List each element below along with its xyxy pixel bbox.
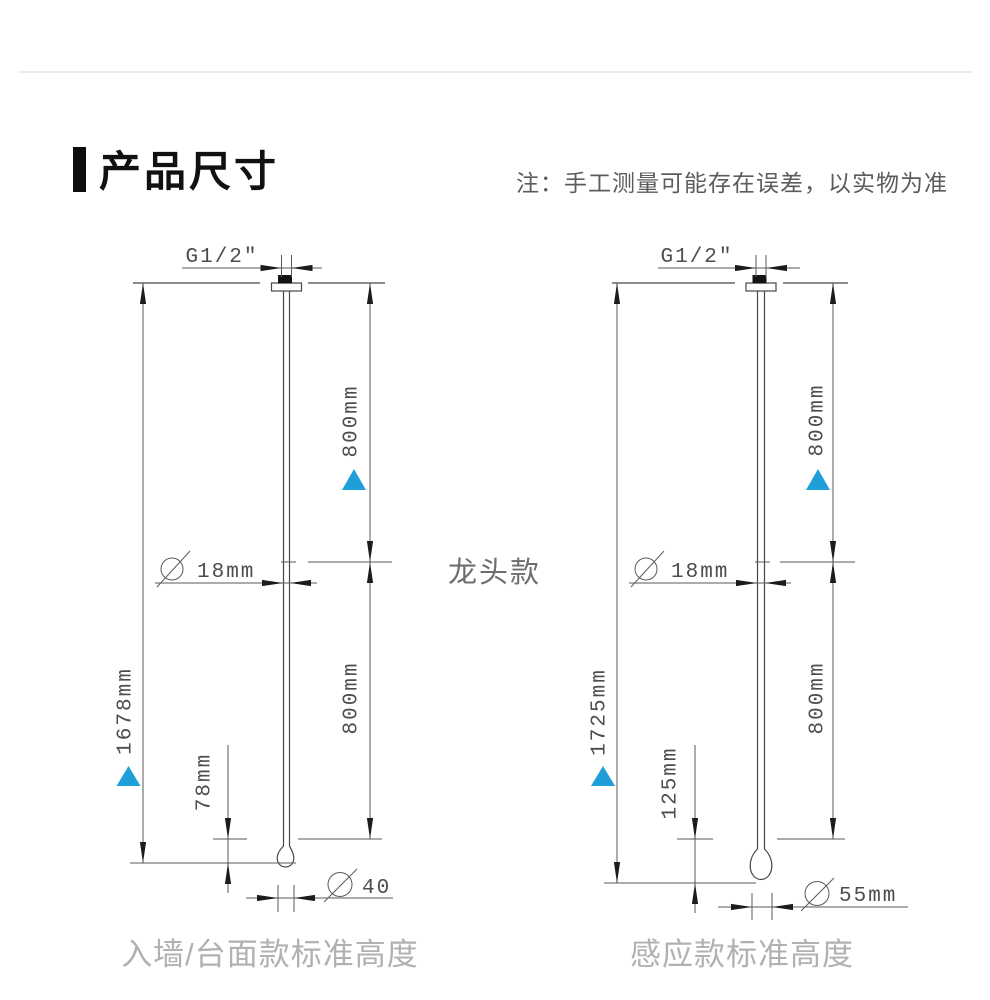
dimension-arrows — [613, 264, 837, 911]
arrow-right — [731, 903, 752, 911]
spout-section-label: 125mm — [660, 746, 683, 819]
spout-bulb — [276, 839, 295, 868]
flange — [745, 282, 777, 292]
arrow-up — [613, 283, 621, 304]
height-markers — [591, 469, 830, 786]
tip-dia-circle — [327, 872, 353, 897]
thread-label: G1/2" — [660, 246, 733, 269]
pipe-dia-circle — [634, 557, 658, 581]
arrow-up — [829, 283, 837, 304]
pipe-dia-slash — [156, 550, 191, 588]
top-divider — [18, 71, 972, 73]
blue-triangle-marker — [591, 766, 615, 786]
tip-dia-circle — [804, 881, 830, 906]
pipe — [756, 291, 766, 839]
pipe-dia-circle — [160, 557, 184, 581]
wall-mount-caption: 入墙/台面款标准高度 — [121, 937, 419, 972]
pipe-diameter-label: 18mm — [671, 561, 729, 584]
arrow-down — [829, 541, 837, 562]
arrow-right — [257, 894, 278, 902]
upper-segment-label: 800mm — [807, 383, 830, 456]
spout-bulb — [749, 839, 773, 881]
lower-segment-label: 800mm — [341, 661, 364, 734]
arrow-up — [366, 283, 374, 304]
arrow-up — [829, 562, 837, 583]
arrow-left — [290, 579, 311, 587]
arrow-right — [260, 264, 282, 272]
pipe-dia-slash — [630, 550, 665, 588]
tip-diameter-label: 40 — [362, 877, 391, 900]
arrow-up — [139, 283, 147, 304]
thread-dim-ticks — [281, 255, 292, 277]
arrow-down — [829, 818, 837, 839]
blue-triangle-marker — [806, 469, 830, 490]
flange — [270, 282, 303, 292]
title-accent-bar — [73, 147, 86, 192]
arrow-up — [224, 863, 232, 884]
sensor-caption: 感应款标准高度 — [630, 937, 854, 972]
tip-dia-slash — [323, 868, 358, 903]
wall-mount-drawing: G1/2" 1678mm 800mm 800mm 78mm 18mm 40 — [115, 246, 393, 912]
thread-label: G1/2" — [185, 246, 258, 269]
tip-diameter-label: 55mm — [839, 885, 897, 908]
sensor-drawing: G1/2" 1725mm 800mm 800mm 125mm 18mm 55mm — [589, 246, 908, 920]
faucet-body — [133, 275, 385, 868]
total-height-label: 1678mm — [115, 667, 138, 755]
page-title: 产品尺寸 — [99, 148, 280, 195]
arrow-up — [691, 883, 699, 904]
arrow-right — [736, 579, 757, 587]
arrow-left — [294, 894, 315, 902]
total-height-label: 1725mm — [589, 668, 612, 756]
thread-dim-ticks — [755, 255, 767, 277]
dimension-arrows — [139, 264, 374, 902]
spout-section-label: 78mm — [194, 753, 217, 811]
blue-triangle-marker — [342, 469, 366, 490]
arrow-down — [224, 818, 232, 839]
upper-segment-label: 800mm — [341, 384, 364, 457]
blue-triangle-marker — [116, 766, 141, 786]
dimension-lines — [604, 255, 908, 920]
arrow-left — [765, 579, 786, 587]
dimension-lines — [130, 255, 393, 912]
measurement-note: 注：手工测量可能存在误差，以实物为准 — [516, 170, 948, 196]
faucet-style-label: 龙头款 — [448, 557, 542, 589]
dimension-labels: G1/2" 1678mm 800mm 800mm 78mm 18mm 40 — [115, 246, 391, 900]
arrow-right — [262, 579, 283, 587]
pipe — [282, 291, 291, 839]
arrow-left — [772, 903, 793, 911]
pipe-diameter-label: 18mm — [197, 561, 255, 584]
lower-segment-label: 800mm — [807, 661, 830, 734]
arrow-down — [691, 818, 699, 839]
arrow-down — [366, 818, 374, 839]
inlet-fitting — [278, 275, 292, 284]
arrow-up — [366, 562, 374, 583]
height-markers — [116, 469, 366, 786]
arrow-left — [766, 264, 787, 272]
arrow-down — [613, 862, 621, 883]
faucet-body — [612, 275, 848, 881]
inlet-fitting — [752, 275, 767, 284]
arrow-left — [291, 264, 313, 272]
arrow-down — [366, 541, 374, 562]
dimension-labels: G1/2" 1725mm 800mm 800mm 125mm 18mm 55mm — [589, 246, 897, 908]
tip-dia-slash — [800, 877, 835, 912]
arrow-down — [139, 842, 147, 863]
arrow-right — [735, 264, 756, 272]
